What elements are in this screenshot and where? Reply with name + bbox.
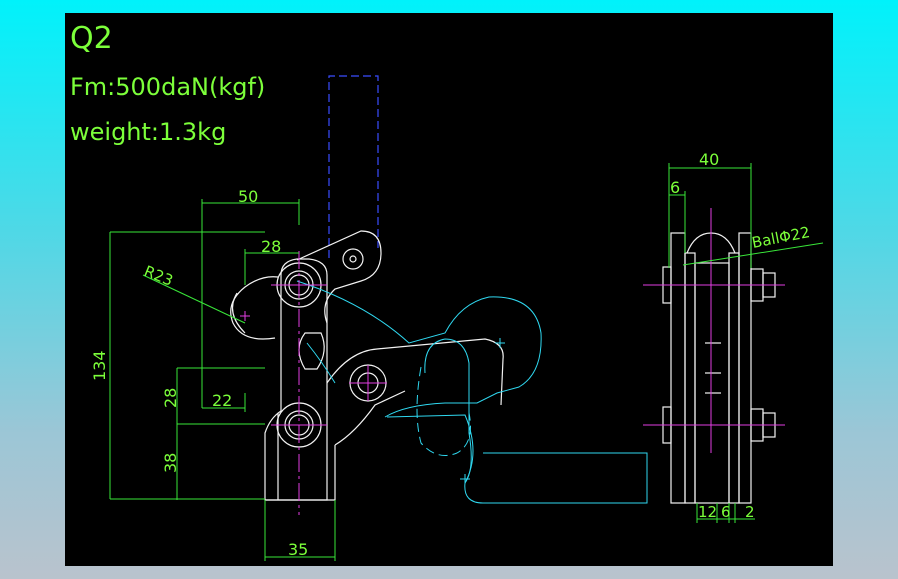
dim-28-side: 28 [161,388,180,408]
dim-6-bottom: 6 [721,503,731,521]
dim-28-top: 28 [261,237,281,256]
dim-38: 38 [161,453,180,473]
cad-drawing-canvas: Q2 Fm:500daN(kgf) weight:1.3kg [65,13,833,566]
dim-12: 12 [698,503,717,521]
side-view [643,208,785,504]
clamp-drawing: Q2 Fm:500daN(kgf) weight:1.3kg [70,21,824,561]
dim-r23: R23 [142,262,176,290]
force-label: Fm:500daN(kgf) [70,73,265,101]
dim-6-top: 6 [670,178,680,197]
front-view-body [230,230,504,501]
side-view-dimensions: 40 6 BallΦ22 12 6 2 [668,150,824,523]
dim-35: 35 [288,540,308,559]
model-label: Q2 [70,21,113,56]
dim-ball-diameter: BallΦ22 [750,223,811,252]
dim-134: 134 [90,350,109,381]
handle-open-position [328,75,379,258]
dim-40: 40 [699,150,719,169]
dim-50: 50 [238,187,258,206]
front-view-centerlines [240,251,387,515]
weight-label: weight:1.3kg [70,118,226,146]
dim-22: 22 [212,391,232,410]
handle-closed-phantom [296,280,648,504]
dim-2: 2 [745,503,755,521]
front-view-dimensions: 50 28 R23 134 28 38 22 35 [90,187,336,561]
